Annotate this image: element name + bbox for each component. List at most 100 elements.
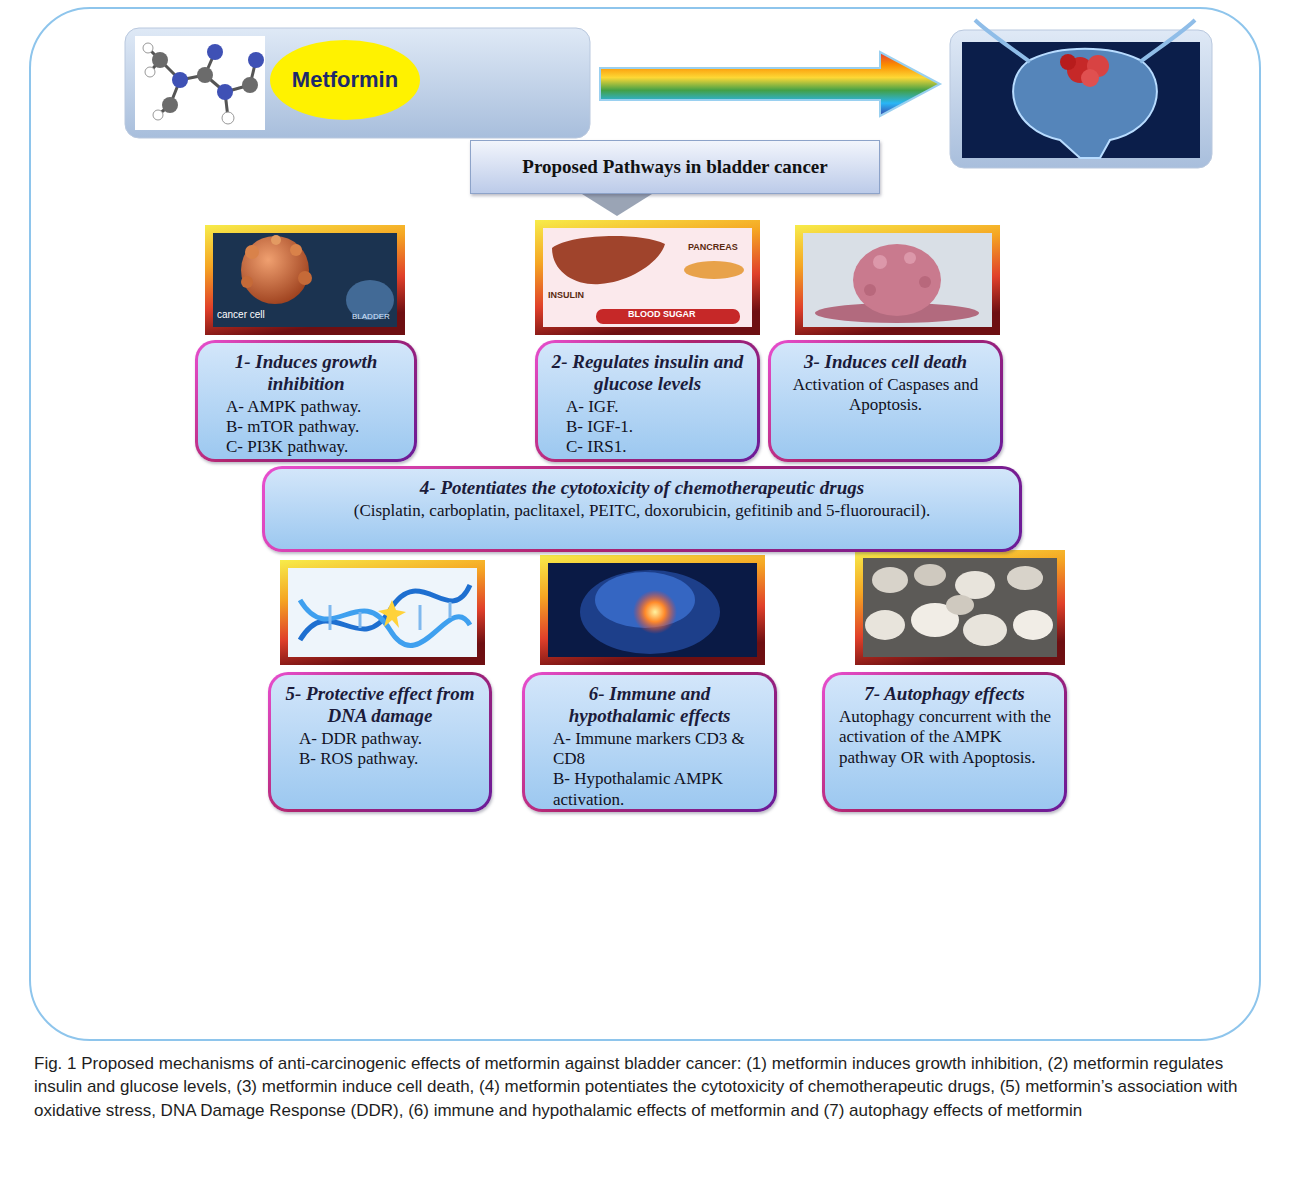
illustration-part	[914, 564, 946, 586]
brain-image	[540, 555, 765, 665]
mechanism-heading: 7- Autophagy effects	[835, 683, 1054, 705]
illustration-part	[543, 228, 752, 327]
illustration-part	[222, 112, 234, 124]
illustration-part	[248, 52, 264, 68]
illustration-part	[540, 555, 765, 665]
drug-ellipse: Metformin	[270, 40, 420, 120]
illustration-part	[241, 236, 309, 304]
illustration-part	[863, 558, 1057, 657]
illustration-part	[552, 236, 665, 284]
illustration-part	[207, 44, 223, 60]
illustration-part	[135, 36, 265, 130]
illustration-part	[1060, 54, 1076, 70]
illustration-part	[245, 245, 259, 259]
figure-caption: Fig. 1 Proposed mechanisms of anti-carci…	[34, 1052, 1256, 1122]
illustration-part	[298, 271, 312, 285]
illustration-part	[359, 612, 362, 628]
image-label: cancer cell	[217, 309, 265, 320]
banner-title: Proposed Pathways in bladder cancer	[522, 156, 827, 178]
mechanism-heading: 6- Immune and hypothalamic effects	[535, 683, 764, 727]
illustration-part	[535, 220, 760, 335]
image-label: PANCREAS	[688, 243, 738, 253]
cancer-cell-image	[205, 225, 405, 335]
illustration-part	[205, 225, 405, 335]
illustration-part	[217, 84, 233, 100]
dna-image	[280, 560, 485, 665]
illustration-part	[288, 568, 477, 657]
mechanism-box: 2- Regulates insulin and glucose levelsA…	[535, 340, 760, 462]
mechanism-detail: Autophagy concurrent with the activation…	[835, 707, 1054, 768]
illustration-part	[300, 585, 470, 640]
mechanism-box: 7- Autophagy effectsAutophagy concurrent…	[822, 672, 1067, 812]
mechanism-detail: B- IGF-1.	[548, 417, 747, 437]
illustration-part	[596, 309, 740, 324]
mechanism-heading: 5- Protective effect from DNA damage	[281, 683, 479, 727]
mechanism-detail: (Cisplatin, carboplatin, paclitaxel, PEI…	[275, 501, 1009, 521]
illustration-part	[904, 252, 916, 264]
illustration-part	[378, 600, 406, 628]
mechanism-box: 1- Induces growth inhibitionA- AMPK path…	[195, 340, 417, 462]
illustration-part	[919, 276, 931, 288]
illustration-part	[855, 550, 1065, 665]
illustration-part	[975, 20, 1030, 62]
illustration-part	[946, 595, 974, 615]
illustration-part	[1013, 610, 1053, 640]
illustration-part	[633, 590, 677, 634]
mechanism-heading: 3- Induces cell death	[781, 351, 990, 373]
illustration-part	[145, 67, 155, 77]
mechanism-detail: Activation of Caspases and Apoptosis.	[781, 375, 990, 416]
insulin-image	[535, 220, 760, 335]
illustration-part	[125, 28, 590, 138]
cell-death-image	[795, 225, 1000, 335]
illustration-part	[873, 255, 887, 269]
drug-name: Metformin	[292, 67, 398, 93]
illustration-part	[580, 570, 720, 654]
mechanism-detail: A- DDR pathway.	[281, 729, 479, 749]
illustration-part	[329, 605, 332, 630]
mechanism-detail: C- PI3K pathway.	[208, 437, 404, 457]
mechanism-detail: A- IGF.	[548, 397, 747, 417]
illustration-part	[548, 563, 757, 657]
illustration-part	[963, 614, 1007, 646]
rainbow-arrow	[600, 52, 940, 116]
bladder-panel	[950, 20, 1212, 168]
illustration-part	[153, 110, 163, 120]
illustration-part	[197, 67, 213, 83]
illustration-part	[300, 600, 470, 646]
illustration-part	[172, 72, 188, 88]
illustration-part	[143, 43, 153, 53]
molecule-structure	[148, 48, 256, 118]
illustration-part	[162, 97, 178, 113]
illustration-part	[280, 560, 485, 665]
illustration-part	[1081, 69, 1099, 87]
mechanism-detail: B- ROS pathway.	[281, 749, 479, 769]
mechanism-detail: B- Hypothalamic AMPK activation.	[535, 769, 764, 810]
illustration-part	[803, 233, 992, 327]
mechanism-box: 5- Protective effect from DNA damageA- D…	[268, 672, 492, 812]
mechanism-heading: 1- Induces growth inhibition	[208, 351, 404, 395]
illustration-part	[795, 225, 1000, 335]
molecule-atoms	[143, 43, 264, 124]
illustration-part	[865, 610, 905, 640]
mechanism-detail: C- IRS1.	[548, 437, 747, 457]
illustration-part	[290, 244, 302, 256]
mechanism-detail: A- Immune markers CD3 & CD8	[535, 729, 764, 770]
illustration-part	[853, 244, 941, 316]
mechanism-heading: 2- Regulates insulin and glucose levels	[548, 351, 747, 395]
illustration-part	[152, 52, 168, 68]
mechanism-box: 4- Potentiates the cytotoxicity of chemo…	[262, 466, 1022, 552]
image-label: INSULIN	[548, 291, 584, 301]
illustration-part	[872, 567, 908, 593]
illustration-part	[242, 77, 258, 93]
pathway-banner: Proposed Pathways in bladder cancer	[470, 140, 880, 194]
mechanism-box: 6- Immune and hypothalamic effectsA- Imm…	[522, 672, 777, 812]
mechanism-box: 3- Induces cell deathActivation of Caspa…	[768, 340, 1003, 462]
illustration-part	[271, 235, 281, 245]
illustration-part	[419, 605, 422, 630]
illustration-part	[864, 284, 876, 296]
illustration-part	[955, 571, 995, 599]
illustration-part	[1007, 566, 1043, 590]
autophagy-image	[855, 550, 1065, 665]
mechanism-detail: B- mTOR pathway.	[208, 417, 404, 437]
